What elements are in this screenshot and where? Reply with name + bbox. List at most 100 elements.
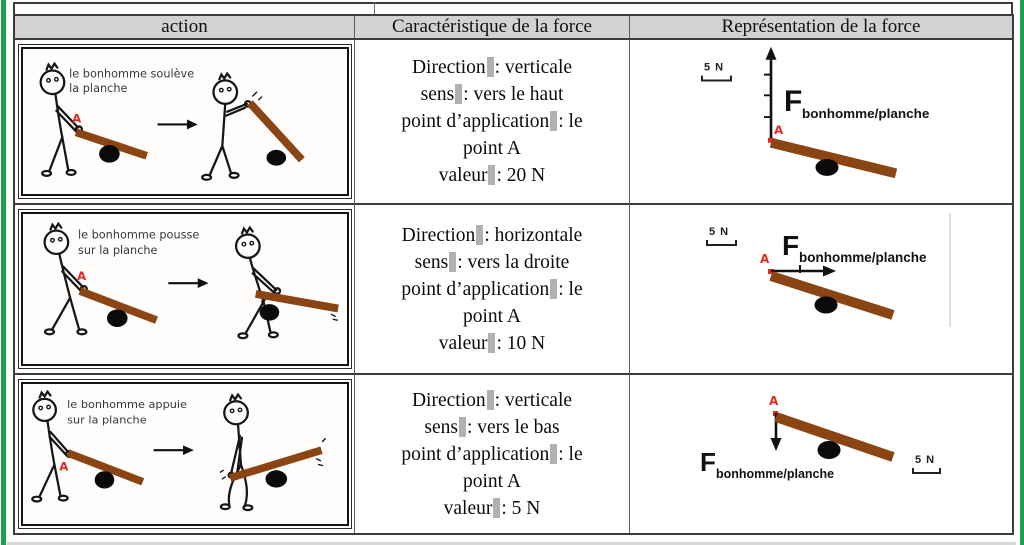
motion-marks bbox=[315, 437, 327, 467]
scale-label: 5 N bbox=[709, 226, 729, 238]
point-application-value: : le bbox=[558, 111, 583, 132]
stick-figure-head bbox=[223, 400, 249, 426]
ball-fulcrum bbox=[106, 309, 128, 327]
eye-icon bbox=[241, 241, 247, 247]
stick-figure-arms bbox=[48, 430, 70, 457]
row1-action-image: A le bonhomme soulève la planche bbox=[18, 44, 352, 199]
plank-moved bbox=[255, 290, 339, 313]
valeur-label: valeur bbox=[443, 497, 493, 519]
row1-force-diagram: 5 N F bonhomme/planche A bbox=[701, 46, 929, 179]
row3-representation-cell: A F bonhomme/planche 5 N bbox=[630, 375, 1012, 533]
ball-fulcrum bbox=[817, 441, 841, 459]
scale-label: 5 N bbox=[704, 62, 724, 74]
stick-figure-head bbox=[39, 69, 66, 96]
eye-icon bbox=[57, 236, 63, 242]
point-a-label: A bbox=[77, 269, 87, 283]
forces-table: action Caractéristique de la force Repré… bbox=[13, 14, 1014, 535]
ball-fulcrum bbox=[94, 471, 115, 489]
sens-value: : vers le haut bbox=[463, 84, 564, 105]
scale-label: 5 N bbox=[915, 454, 935, 466]
ball-fulcrum bbox=[259, 304, 280, 321]
row1-action-cell: A le bonhomme soulève la planche bbox=[15, 40, 355, 205]
stick-figure-hair bbox=[45, 61, 59, 71]
row3-force-diagram: A F bonhomme/planche 5 N bbox=[700, 394, 941, 481]
row2-caracteristique-cell: Direction: horizontale sens: vers la dro… bbox=[355, 205, 630, 375]
stick-figure-legs bbox=[48, 136, 70, 172]
sens-label: sens bbox=[420, 84, 455, 105]
eye-icon bbox=[237, 407, 243, 413]
action-caption-line2: la planche bbox=[69, 82, 127, 95]
sens-label: sens bbox=[424, 416, 458, 438]
stick-figure-head bbox=[32, 397, 58, 423]
row2-action-drawing: A le bonhomme pousse sur la planche bbox=[43, 221, 339, 340]
direction-label: Direction bbox=[411, 57, 486, 78]
point-a-label: A bbox=[760, 252, 770, 266]
upper-table-bottom-line bbox=[13, 2, 1013, 4]
stick-figure-legs bbox=[227, 463, 249, 507]
next-table-top-band bbox=[7, 542, 1016, 545]
valeur-label: valeur bbox=[438, 165, 488, 186]
stick-figure-head bbox=[234, 233, 261, 259]
eye-icon bbox=[50, 237, 55, 243]
row2-action-cell: A le bonhomme pousse sur la planche bbox=[15, 205, 355, 375]
force-subscript: bonhomme/planche bbox=[716, 467, 834, 481]
scale-bracket-icon bbox=[701, 75, 732, 82]
plank bbox=[769, 271, 895, 320]
header-action: action bbox=[15, 16, 355, 40]
direction-label: Direction bbox=[411, 389, 486, 411]
stick-figure-head bbox=[43, 229, 70, 256]
ball-fulcrum bbox=[99, 145, 120, 163]
plank-lifted bbox=[246, 100, 305, 163]
eye-icon bbox=[226, 86, 232, 92]
stick-figure-arms bbox=[251, 267, 278, 295]
highlight-mark bbox=[550, 278, 558, 299]
stick-figure-head bbox=[212, 79, 239, 105]
plank bbox=[66, 449, 145, 486]
header-representation: Représentation de la force bbox=[630, 16, 1012, 40]
stick-figure-foot bbox=[43, 328, 56, 336]
scale-bracket-icon bbox=[912, 468, 941, 474]
header-action-label: action bbox=[161, 16, 208, 37]
point-a-line: point A bbox=[463, 138, 521, 159]
point-application-label: point d’application bbox=[401, 443, 550, 465]
row2-force-diagram: 5 N F bonhomme/planche A bbox=[706, 213, 951, 327]
motion-marks bbox=[219, 469, 226, 480]
point-a-label: A bbox=[59, 459, 68, 473]
row3-caracteristique-cell: Direction: verticale sens: vers le bas p… bbox=[355, 375, 630, 533]
valeur-value: : 5 N bbox=[501, 497, 541, 519]
action-caption-line1: le bonhomme soulève bbox=[69, 67, 194, 80]
before-after-arrowhead bbox=[197, 278, 209, 289]
action-caption-line2: sur la planche bbox=[67, 413, 147, 426]
action-caption-line1: le bonhomme appuie bbox=[67, 398, 187, 411]
eye-icon bbox=[218, 87, 224, 93]
row2-representation-cell: 5 N F bonhomme/planche A bbox=[630, 205, 1012, 375]
point-a-line: point A bbox=[463, 305, 521, 327]
ball-fulcrum bbox=[815, 159, 839, 176]
force-arrowhead bbox=[823, 265, 836, 277]
row3-action-image: A le bonhomme appuie sur la planche bbox=[18, 379, 352, 529]
stick-figure-foot bbox=[219, 503, 231, 511]
plank bbox=[769, 137, 898, 179]
highlight-mark bbox=[476, 224, 484, 245]
before-after-arrowhead bbox=[186, 119, 198, 130]
direction-label: Direction bbox=[401, 224, 476, 246]
row3-action-drawing: A le bonhomme appuie sur la planche bbox=[31, 389, 327, 512]
stick-figure-foot bbox=[57, 494, 69, 502]
stick-figure-body bbox=[46, 420, 56, 466]
force-subscript: bonhomme/planche bbox=[799, 250, 927, 265]
plank-pressed bbox=[228, 446, 323, 482]
highlight-mark bbox=[488, 165, 496, 185]
action-caption-line2: sur la planche bbox=[78, 244, 158, 257]
valeur-value: : 10 N bbox=[496, 332, 546, 354]
eye-icon bbox=[38, 405, 44, 411]
highlight-mark bbox=[486, 389, 494, 410]
point-a-line: point A bbox=[463, 470, 521, 492]
highlight-mark bbox=[550, 111, 558, 131]
direction-value: : horizontale bbox=[484, 224, 583, 246]
eye-icon bbox=[249, 240, 255, 246]
direction-value: : verticale bbox=[494, 57, 573, 78]
ball-fulcrum bbox=[814, 296, 838, 314]
stick-figure-body bbox=[236, 423, 243, 466]
valeur-label: valeur bbox=[438, 332, 488, 354]
ball-fulcrum bbox=[265, 470, 288, 488]
